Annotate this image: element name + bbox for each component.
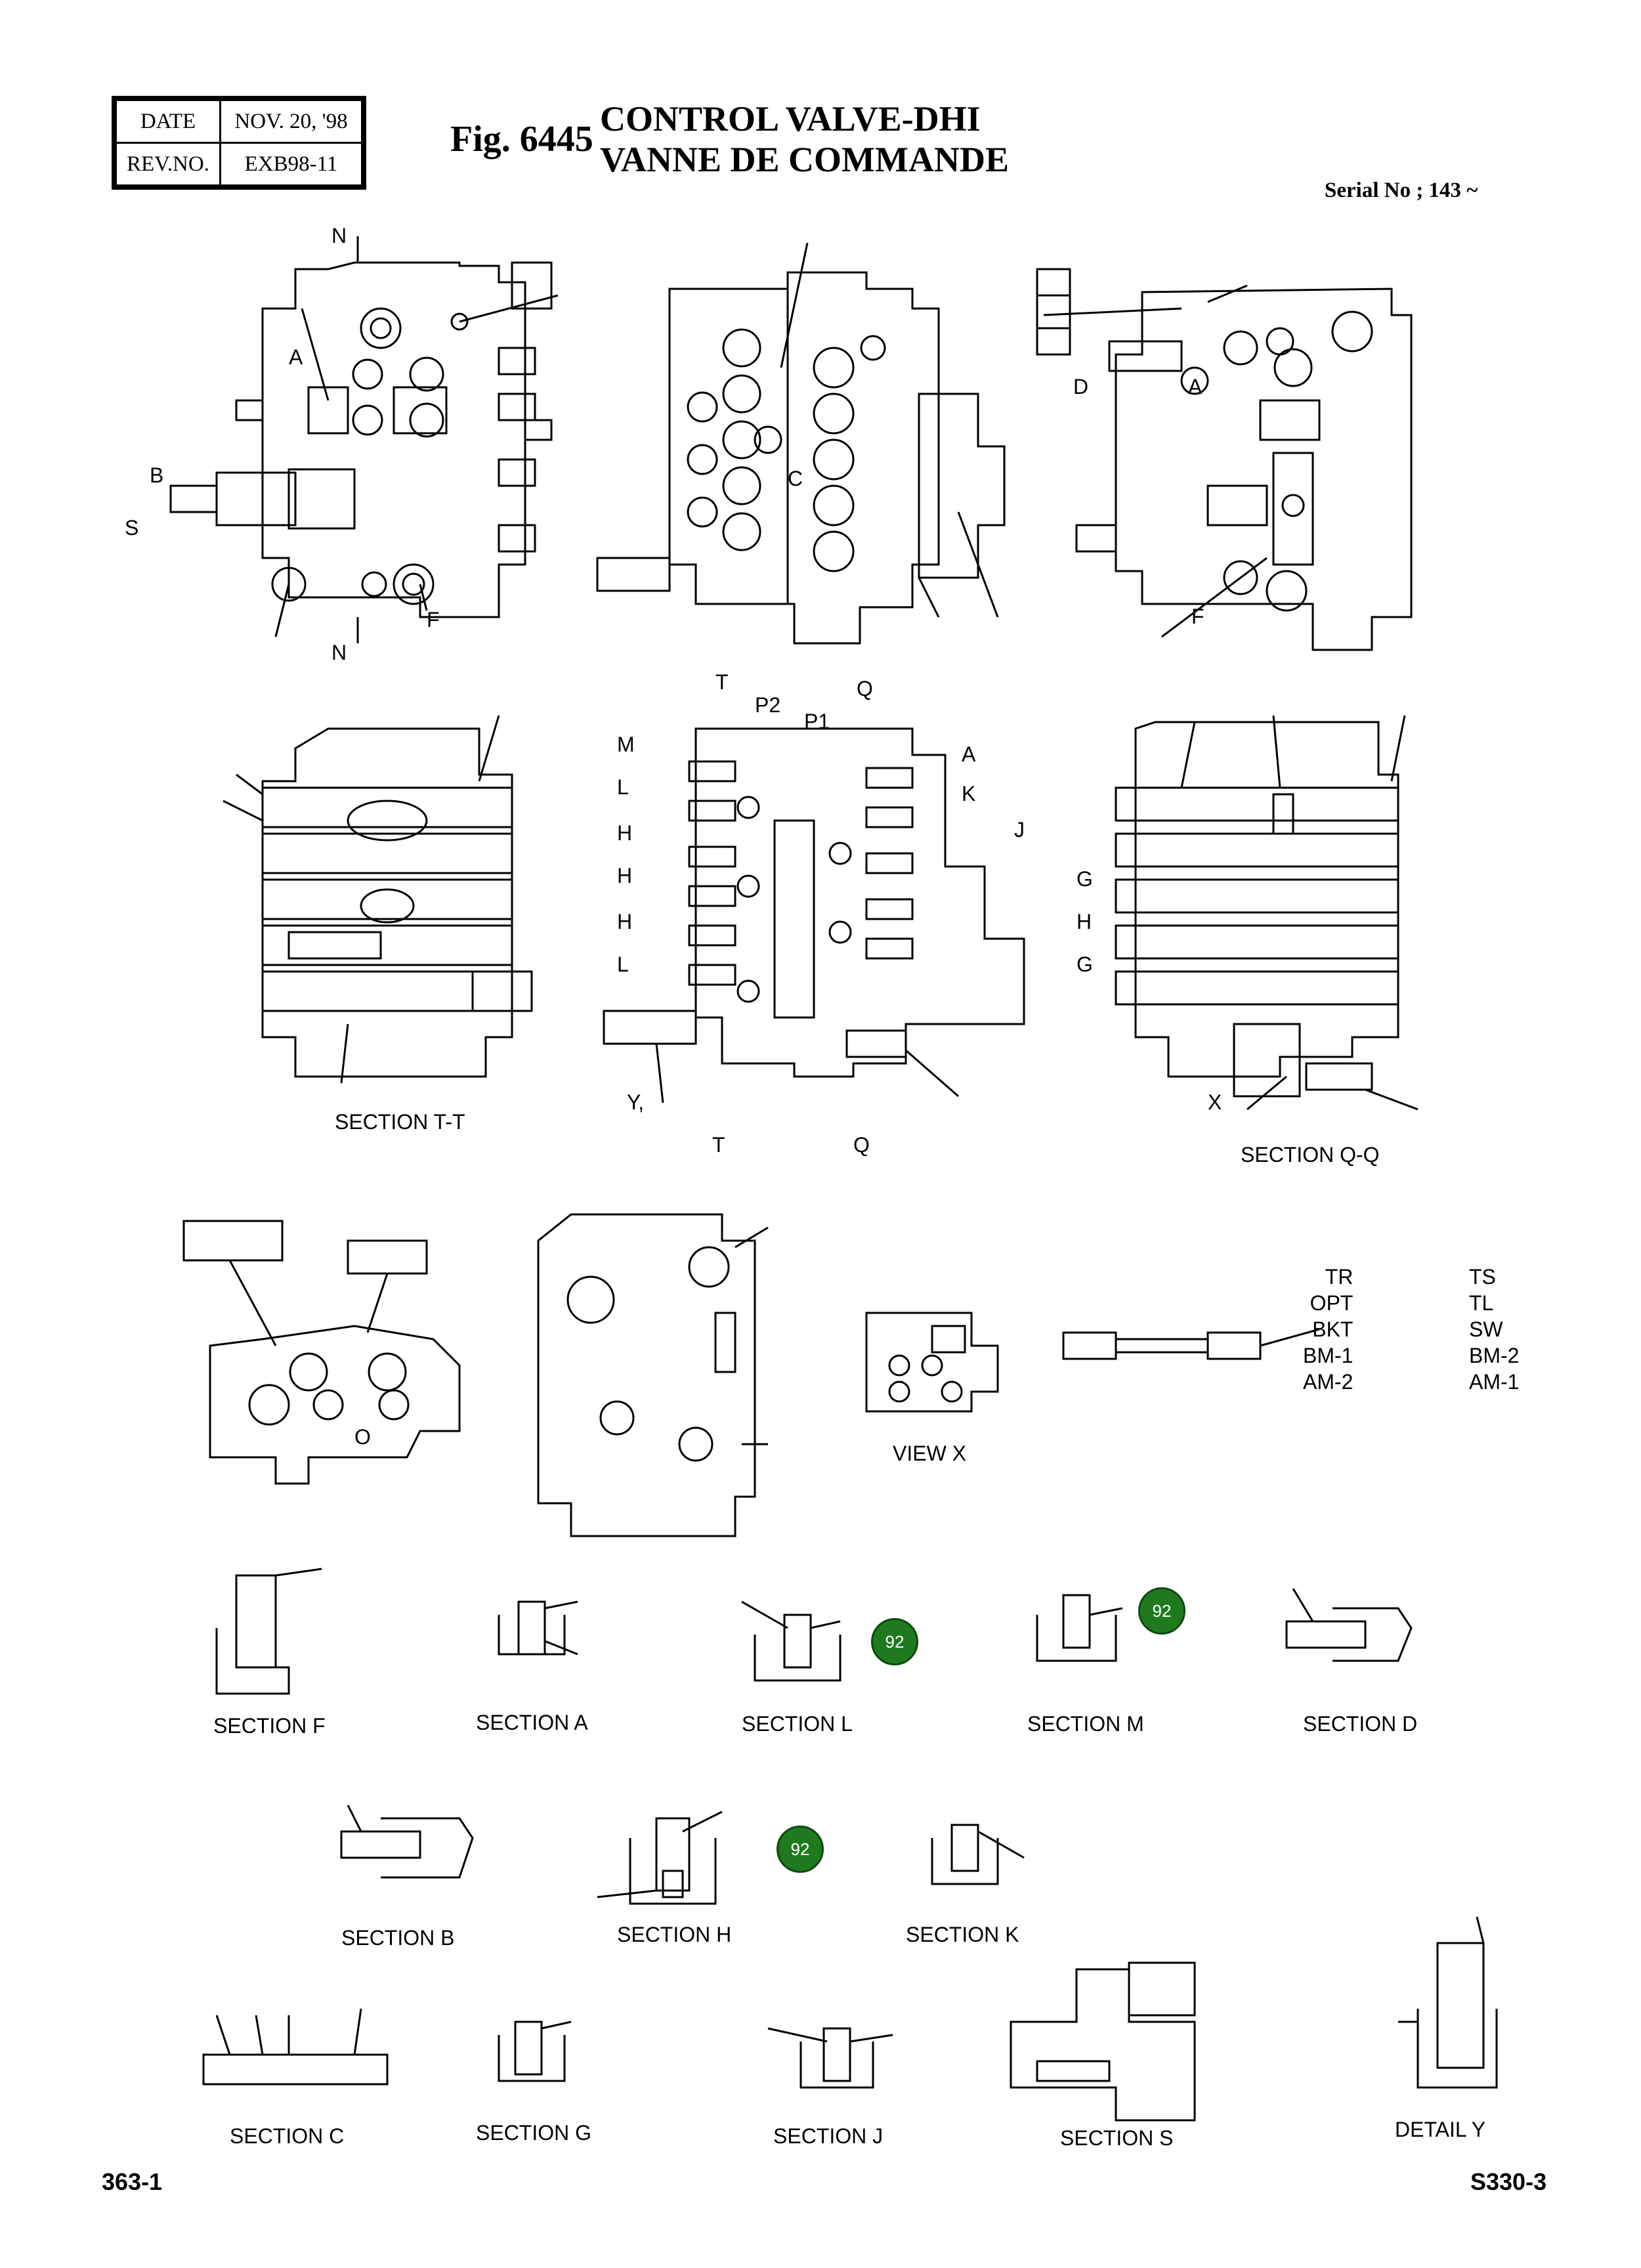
callout-badge[interactable]: 92 — [777, 1826, 824, 1873]
marker-h-4: H — [1076, 910, 1092, 933]
marker-t-top: T — [715, 670, 729, 694]
section-c-label: SECTION C — [230, 2124, 344, 2148]
title-english: CONTROL VALVE-DHI — [600, 99, 981, 139]
section-l-label: SECTION L — [742, 1712, 853, 1736]
spool-legend-left: TR OPT BKT BM-1 AM-2 — [1303, 1264, 1353, 1395]
marker-x: X — [1208, 1090, 1222, 1114]
front-view-1 — [169, 236, 559, 643]
marker-f-1: F — [427, 608, 440, 631]
marker-m: M — [617, 733, 635, 756]
section-m-label: SECTION M — [1027, 1712, 1144, 1736]
isometric-view — [182, 1220, 461, 1485]
title-french: VANNE DE COMMANDE — [600, 140, 1010, 179]
marker-l-1: L — [617, 775, 629, 799]
section-a-label: SECTION A — [476, 1711, 588, 1734]
marker-h-2: H — [617, 864, 632, 888]
page-number: 363-1 — [102, 2168, 163, 2195]
spool-legend-right: TS TL SW BM-2 AM-1 — [1469, 1264, 1519, 1395]
bottom-plate-view — [537, 1213, 769, 1537]
marker-g-2: G — [1076, 952, 1093, 976]
marker-h-1: H — [617, 821, 632, 845]
spool-label: SW — [1469, 1317, 1503, 1341]
marker-q-top: Q — [857, 677, 873, 700]
section-h-drawing — [597, 1810, 723, 1905]
detail-plug-top — [1036, 268, 1071, 356]
section-qq-drawing — [1115, 715, 1418, 1111]
marker-s: S — [125, 516, 139, 540]
section-d-drawing — [1285, 1588, 1413, 1662]
rev-value: EXB98-11 — [219, 142, 364, 186]
date-label: DATE — [115, 99, 221, 144]
marker-a-1: A — [289, 345, 303, 369]
section-f-drawing — [215, 1568, 322, 1695]
marker-p1: P1 — [804, 710, 830, 733]
marker-b: B — [150, 463, 163, 487]
section-tt-drawing — [223, 715, 533, 1084]
section-d-label: SECTION D — [1303, 1712, 1417, 1736]
section-a-drawing — [498, 1600, 578, 1656]
spool-label: TS — [1469, 1265, 1496, 1289]
center-section-drawing — [603, 727, 1025, 1103]
marker-h-3: H — [617, 910, 632, 933]
callout-badge[interactable]: 92 — [871, 1618, 918, 1665]
marker-o: O — [354, 1425, 371, 1449]
section-j-label: SECTION J — [773, 2124, 883, 2148]
section-g-drawing — [498, 2021, 572, 2082]
marker-d-1: D — [1073, 375, 1088, 398]
detail-y-drawing — [1398, 1916, 1498, 2089]
section-g-label: SECTION G — [476, 2121, 591, 2145]
marker-y: Y, — [627, 1090, 644, 1114]
section-m-drawing — [1036, 1594, 1123, 1662]
view-x-label: VIEW X — [893, 1442, 966, 1465]
section-qq-label: SECTION Q-Q — [1241, 1143, 1380, 1166]
spool-label: BM-1 — [1303, 1344, 1353, 1367]
section-tt-label: SECTION T-T — [335, 1110, 465, 1134]
marker-n-top: N — [331, 224, 347, 247]
marker-q-bottom: Q — [853, 1133, 870, 1157]
section-l-drawing — [741, 1600, 842, 1682]
section-h-label: SECTION H — [617, 1923, 731, 1946]
marker-n-bottom: N — [331, 641, 347, 664]
marker-l-2: L — [617, 952, 629, 976]
marker-p2: P2 — [755, 693, 780, 717]
spool-label: AM-1 — [1469, 1370, 1520, 1394]
spool-label: AM-2 — [1303, 1370, 1353, 1394]
rear-view — [1043, 284, 1413, 651]
section-k-label: SECTION K — [906, 1923, 1019, 1946]
section-b-drawing — [340, 1805, 474, 1879]
marker-c: C — [788, 467, 803, 490]
section-s-drawing — [1010, 1961, 1196, 2122]
side-view — [596, 242, 1006, 645]
marker-g-1: G — [1076, 867, 1093, 891]
marker-f-2: F — [1191, 605, 1204, 628]
marker-a-2: A — [1188, 375, 1203, 398]
section-j-drawing — [767, 2027, 893, 2089]
document-code: S330-3 — [1470, 2168, 1547, 2195]
revision-table: DATE NOV. 20, '98 REV.NO. EXB98-11 — [112, 96, 366, 190]
serial-number: Serial No ; 143 ~ — [1325, 179, 1478, 202]
marker-a-3: A — [962, 742, 976, 766]
section-b-label: SECTION B — [341, 1926, 454, 1950]
spool-label: OPT — [1310, 1291, 1353, 1315]
figure-number: Fig. 6445 — [450, 119, 593, 160]
spool-label: TR — [1325, 1265, 1353, 1289]
marker-k: K — [962, 782, 975, 805]
section-f-label: SECTION F — [213, 1714, 326, 1738]
section-s-label: SECTION S — [1060, 2126, 1173, 2150]
spool-label: TL — [1469, 1291, 1494, 1315]
section-c-drawing — [202, 2008, 389, 2086]
section-k-drawing — [931, 1824, 1025, 1885]
rev-label: REV.NO. — [115, 142, 221, 186]
view-x-drawing — [865, 1312, 999, 1413]
spool-label: BKT — [1312, 1317, 1353, 1341]
detail-y-label: DETAIL Y — [1395, 2118, 1485, 2141]
callout-badge[interactable]: 92 — [1138, 1587, 1185, 1635]
spool-label: BM-2 — [1469, 1344, 1520, 1367]
marker-j: J — [1014, 818, 1025, 842]
spool-drawing — [1062, 1328, 1320, 1360]
date-value: NOV. 20, '98 — [219, 99, 364, 144]
marker-t-bottom: T — [712, 1133, 725, 1157]
